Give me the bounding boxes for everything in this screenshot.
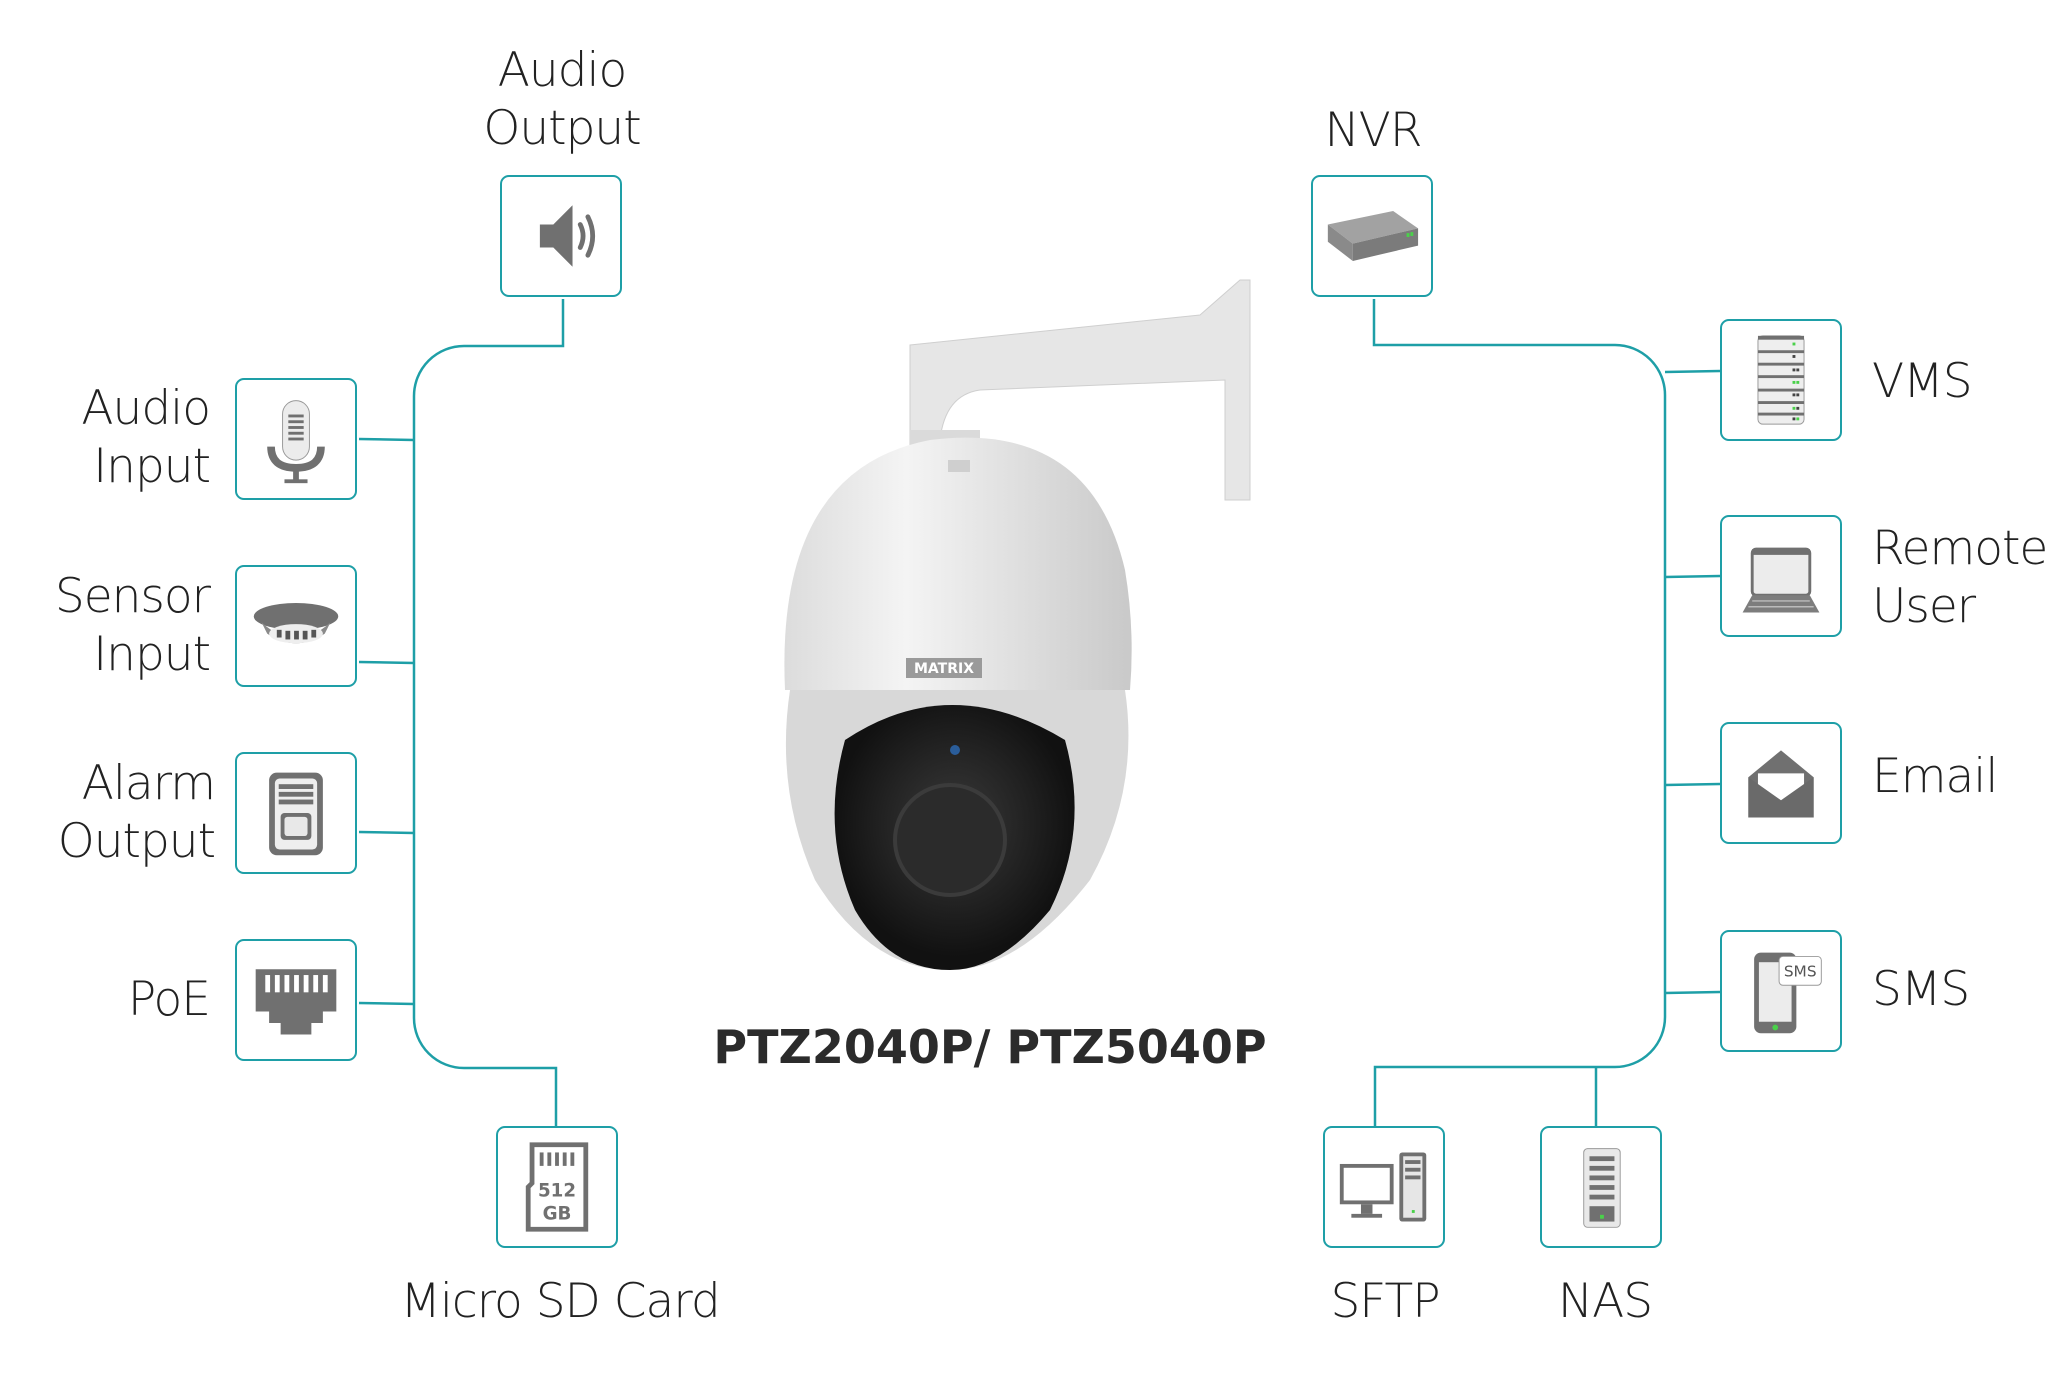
sftp-label: SFTP bbox=[1330, 1274, 1440, 1329]
speaker-icon bbox=[539, 205, 596, 267]
smoke-sensor-icon bbox=[253, 602, 339, 644]
microphone-icon bbox=[267, 400, 325, 484]
email-node[interactable] bbox=[1720, 722, 1842, 844]
label-line: Alarm bbox=[81, 756, 216, 811]
nas-node[interactable] bbox=[1540, 1126, 1662, 1248]
poe-node[interactable] bbox=[235, 939, 357, 1061]
sftp-node[interactable] bbox=[1323, 1126, 1445, 1248]
alarm-output-label: Alarm Output bbox=[20, 755, 216, 871]
remote-user-label: Remote User bbox=[1872, 520, 2048, 636]
nas-label: NAS bbox=[1557, 1274, 1653, 1329]
server-rack-icon bbox=[1757, 335, 1805, 425]
audio-output-node[interactable] bbox=[500, 175, 622, 297]
desktop-computer-icon bbox=[1339, 1152, 1427, 1222]
ethernet-port-icon bbox=[255, 969, 337, 1035]
alarm-device-icon bbox=[269, 772, 323, 856]
label-line: Audio bbox=[81, 381, 211, 436]
vms-node[interactable] bbox=[1720, 319, 1842, 441]
nas-storage-icon bbox=[1583, 1148, 1621, 1228]
poe-label: PoE bbox=[127, 972, 211, 1027]
sensor-input-node[interactable] bbox=[235, 565, 357, 687]
sms-node[interactable]: SMS bbox=[1720, 930, 1842, 1052]
sms-label: SMS bbox=[1872, 962, 1970, 1017]
label-line: Output bbox=[57, 814, 216, 869]
phone-sms-icon: SMS bbox=[1754, 952, 1822, 1034]
matrix-logo bbox=[906, 658, 982, 678]
sms-bubble-text: SMS bbox=[1784, 963, 1817, 981]
svg-text:MATRIX: MATRIX bbox=[914, 661, 974, 677]
nvr-device-icon bbox=[1327, 211, 1419, 261]
audio-input-label: Audio Input bbox=[40, 380, 211, 496]
label-line: Sensor bbox=[54, 569, 211, 624]
envelope-icon bbox=[1748, 750, 1814, 818]
audio-input-node[interactable] bbox=[235, 378, 357, 500]
alarm-output-node[interactable] bbox=[235, 752, 357, 874]
label-line: Remote bbox=[1872, 521, 2048, 576]
ptz-camera-image: MATRIX bbox=[784, 279, 1251, 970]
remote-user-node[interactable] bbox=[1720, 515, 1842, 637]
label-line: Audio bbox=[497, 43, 628, 98]
label-line: User bbox=[1872, 579, 1976, 634]
label-line: Input bbox=[93, 439, 211, 494]
audio-output-label: Audio Output bbox=[462, 42, 662, 158]
email-label: Email bbox=[1872, 749, 1998, 804]
nvr-label: NVR bbox=[1324, 103, 1423, 158]
micro-sd-label: Micro SD Card bbox=[400, 1274, 720, 1329]
laptop-icon bbox=[1742, 547, 1820, 613]
sd-unit-text: GB bbox=[543, 1204, 572, 1225]
camera-model-title: PTZ2040P/ PTZ5040P bbox=[713, 1020, 1267, 1074]
sd-capacity-text: 512 bbox=[538, 1181, 576, 1202]
label-line: Output bbox=[483, 101, 641, 156]
label-line: Input bbox=[93, 627, 211, 682]
sensor-input-label: Sensor Input bbox=[20, 568, 211, 684]
nvr-node[interactable] bbox=[1311, 175, 1433, 297]
vms-label: VMS bbox=[1872, 354, 1973, 409]
